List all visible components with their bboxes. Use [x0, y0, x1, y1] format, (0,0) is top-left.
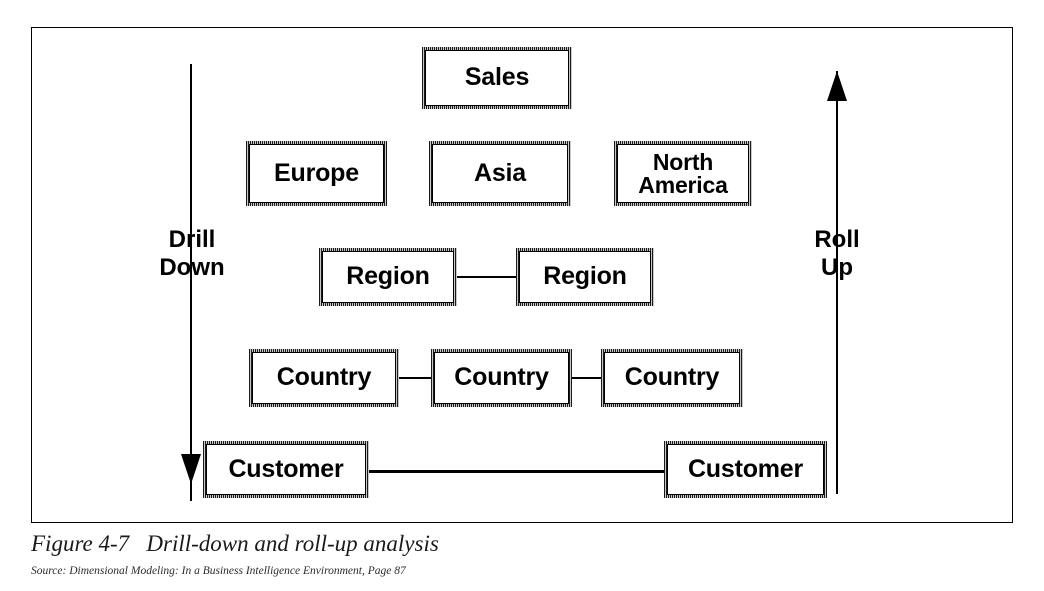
- node-sales-label: Sales: [464, 63, 530, 92]
- node-asia[interactable]: Asia: [429, 141, 571, 206]
- roll-up-label: Roll Up: [814, 226, 860, 282]
- node-region-1[interactable]: Region: [319, 248, 457, 306]
- node-country-3[interactable]: Country: [601, 349, 743, 407]
- connector-customer-1-2: [367, 470, 667, 474]
- node-sales-body: Sales: [425, 50, 569, 106]
- node-north-america[interactable]: North America: [614, 141, 752, 206]
- node-country-1-body: Country: [252, 352, 396, 404]
- connector-country-1-2: [398, 377, 434, 379]
- node-region-1-label: Region: [346, 262, 430, 291]
- figure-source-note: Source: Dimensional Modeling: In a Busin…: [31, 564, 406, 577]
- node-europe[interactable]: Europe: [246, 141, 387, 206]
- node-region-2-label: Region: [543, 262, 627, 291]
- node-north-america-body: North America: [617, 144, 749, 203]
- node-sales[interactable]: Sales: [422, 47, 572, 109]
- node-customer-2-label: Customer: [687, 454, 804, 483]
- node-europe-body: Europe: [249, 144, 384, 203]
- node-country-1[interactable]: Country: [249, 349, 399, 407]
- node-europe-label: Europe: [274, 158, 359, 187]
- node-region-2[interactable]: Region: [516, 248, 654, 306]
- node-country-3-label: Country: [624, 363, 720, 392]
- node-country-2[interactable]: Country: [431, 349, 572, 407]
- roll-up-axis-line: [836, 71, 839, 494]
- caption-block: Figure 4-7 Drill-down and roll-up analys…: [31, 530, 991, 578]
- node-customer-2[interactable]: Customer: [664, 441, 827, 498]
- node-region-2-body: Region: [519, 251, 651, 303]
- node-customer-1-body: Customer: [206, 444, 366, 495]
- node-customer-1-label: Customer: [228, 454, 344, 483]
- node-asia-body: Asia: [432, 144, 568, 203]
- drill-down-axis-line: [190, 64, 193, 501]
- node-country-2-label: Country: [454, 363, 549, 392]
- figure-caption: Figure 4-7 Drill-down and roll-up analys…: [31, 531, 439, 556]
- arrow-up-icon: [827, 71, 847, 101]
- node-customer-1[interactable]: Customer: [203, 441, 369, 498]
- node-north-america-label: North America: [638, 148, 728, 198]
- arrow-down-icon: [181, 454, 201, 484]
- node-country-2-body: Country: [434, 352, 569, 404]
- node-country-1-label: Country: [276, 363, 372, 392]
- figure-frame: Drill Down Roll Up Sales Europe Asia Nor…: [31, 27, 1013, 523]
- node-customer-2-body: Customer: [667, 444, 824, 495]
- drill-down-label: Drill Down: [159, 226, 225, 282]
- node-region-1-body: Region: [322, 251, 454, 303]
- node-asia-label: Asia: [473, 158, 526, 187]
- connector-region-1-2: [456, 276, 516, 278]
- node-country-3-body: Country: [604, 352, 740, 404]
- connector-country-2-3: [570, 377, 602, 379]
